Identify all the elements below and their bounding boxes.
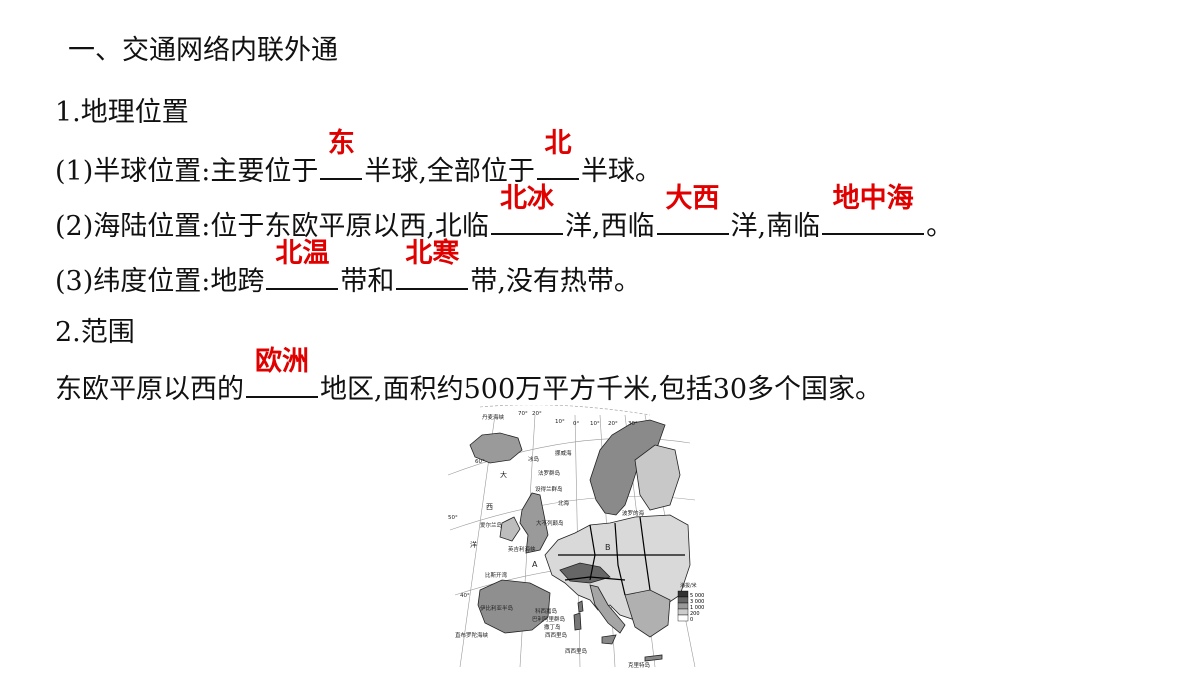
ocean-char: 大 — [500, 470, 507, 479]
text: 地区,面积约500万平方千米,包括30多个国家。 — [320, 374, 883, 405]
map-label: 克里特岛 — [628, 661, 651, 669]
map-label: 挪威海 — [555, 449, 572, 457]
answer-blank: 北 — [536, 128, 579, 180]
map-label: 爱尔兰岛 — [480, 521, 503, 529]
answer-blank: 东 — [320, 128, 363, 180]
lon-label: 20° — [608, 421, 618, 427]
map-label: 撒丁岛 — [544, 623, 561, 631]
map-label: 英吉利海峡 — [508, 545, 536, 553]
map-label: 科西嘉岛 — [535, 607, 558, 615]
text: 洋,西临 — [564, 211, 655, 242]
legend-title: 海拔/米 — [680, 582, 697, 589]
section2-title: 2.范围 — [55, 317, 135, 348]
text: (1)半球位置:主要位于 — [55, 156, 319, 187]
lon-label: 10° — [590, 421, 600, 427]
text: (2)海陆位置:位于东欧平原以西,北临 — [55, 211, 489, 242]
answer-text: 北 — [544, 128, 572, 159]
section1-title: 1.地理位置 — [55, 97, 189, 128]
ireland — [499, 516, 521, 542]
crete — [644, 654, 663, 662]
sicily — [601, 634, 617, 645]
answer-blank: 北冰 — [490, 183, 563, 235]
section-heading: 一、交通网络内联外通 — [68, 35, 338, 66]
answer-text: 东 — [327, 128, 355, 159]
lat-label: 40° — [460, 593, 470, 599]
great-britain — [519, 492, 549, 554]
corsica — [577, 600, 584, 613]
answer-blank: 北寒 — [396, 238, 469, 290]
landmasses — [469, 419, 691, 662]
map-label: 波罗的海 — [622, 509, 645, 517]
map-label: 伊比利亚半岛 — [480, 604, 514, 612]
text: 洋,南临 — [730, 211, 821, 242]
lon-label: 0° — [573, 421, 579, 427]
europe-map: 海拔/米 5 000 3 000 1 000 200 0 丹麦海峡 70° 20… — [440, 405, 716, 670]
map-label: 西西里岛 — [545, 631, 568, 639]
text: (3)纬度位置:地跨 — [55, 266, 265, 297]
map-label: 丹麦海峡 — [482, 413, 505, 421]
map-label: 比斯开湾 — [485, 571, 508, 579]
map-label: 北海 — [558, 499, 570, 507]
scope-line: 东欧平原以西的欧洲地区,面积约500万平方千米,包括30多个国家。 — [55, 346, 883, 406]
legend-value: 3 000 — [690, 599, 704, 605]
map-label: 设得兰群岛 — [535, 485, 563, 493]
text: 东欧平原以西的 — [55, 374, 244, 405]
sardinia — [573, 612, 582, 631]
answer-text: 欧洲 — [255, 346, 309, 377]
lat-label: 50° — [448, 515, 458, 521]
map-marker-b: B — [605, 543, 611, 552]
map-label: 冰岛 — [528, 455, 540, 463]
lon-label: 30° — [628, 421, 638, 427]
hemisphere-line: (1)半球位置:主要位于东半球,全部位于北半球。 — [55, 128, 662, 188]
lon-label: 10° — [555, 419, 565, 425]
legend-value: 1 000 — [690, 605, 704, 611]
elevation-legend: 海拔/米 5 000 3 000 1 000 200 0 — [677, 582, 704, 623]
answer-blank: 北温 — [266, 238, 339, 290]
ocean-char: 洋 — [470, 540, 477, 549]
answer-text: 地中海 — [832, 183, 914, 214]
sea-land-line: (2)海陆位置:位于东欧平原以西,北临北冰洋,西临大西洋,南临地中海。 — [55, 183, 954, 243]
finland-region — [634, 444, 681, 511]
legend-value: 200 — [690, 611, 700, 617]
map-label: 直布罗陀海峡 — [455, 631, 489, 639]
map-labels: 丹麦海峡 70° 20° 10° 0° 10° 20° 30° 60° 50° … — [448, 411, 651, 669]
lat-label: 60° — [475, 459, 485, 465]
map-marker-a: A — [532, 560, 538, 569]
borders — [558, 516, 685, 596]
text: 半球。 — [580, 156, 662, 187]
lon-label: 70° — [518, 411, 528, 417]
answer-blank: 大西 — [656, 183, 729, 235]
legend-value: 5 000 — [690, 593, 704, 599]
iberia — [477, 579, 551, 634]
answer-text: 北寒 — [405, 238, 460, 269]
iceland — [469, 432, 523, 464]
answer-text: 北温 — [275, 238, 330, 269]
answer-text: 大西 — [665, 183, 720, 214]
answer-text: 北冰 — [499, 183, 554, 214]
text: 。 — [926, 211, 954, 242]
legend-value: 0 — [690, 617, 693, 623]
map-label: 大不列颠岛 — [536, 519, 564, 527]
italy — [589, 584, 626, 634]
text: 带和 — [340, 266, 395, 297]
answer-blank: 欧洲 — [246, 346, 318, 398]
map-label: 西西里岛 — [565, 647, 588, 655]
latitude-line: (3)纬度位置:地跨北温带和北寒带,没有热带。 — [55, 238, 641, 298]
map-label: 法罗群岛 — [538, 469, 561, 477]
answer-blank: 地中海 — [822, 183, 925, 235]
map-label: 巴利阿里群岛 — [532, 615, 566, 623]
text: 带,没有热带。 — [470, 266, 641, 297]
ocean-char: 西 — [486, 503, 493, 511]
text: 半球,全部位于 — [364, 156, 535, 187]
lon-label: 20° — [532, 411, 542, 417]
